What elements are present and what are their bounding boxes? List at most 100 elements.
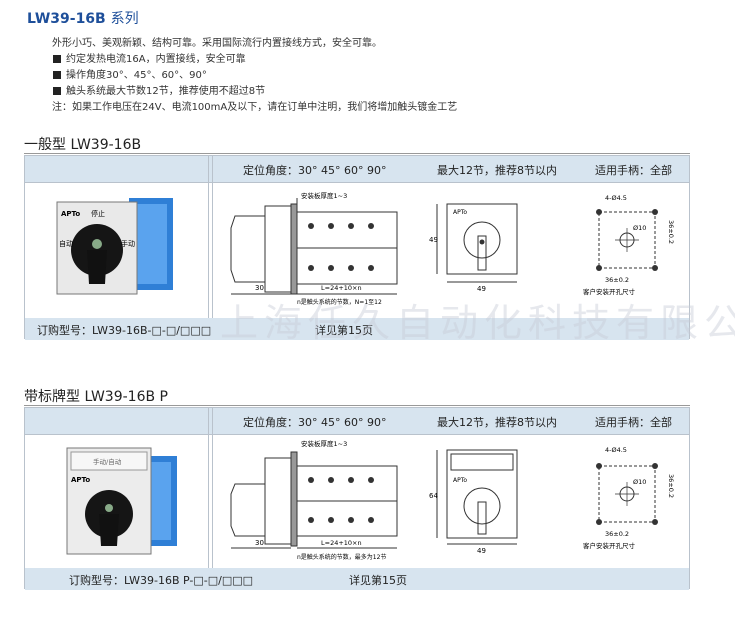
- intro-bullet: 触头系统最大节数12节，推荐使用不超过8节: [52, 84, 457, 100]
- section-divider: [24, 405, 690, 406]
- switch-body-highlight: [135, 204, 167, 284]
- handle-profile: [230, 483, 266, 537]
- section-title: 带标牌型 LW39-16B P: [24, 389, 168, 405]
- bullet-text: 触头系统最大节数12节，推荐使用不超过8节: [66, 86, 266, 97]
- handle-outline: [477, 501, 487, 535]
- section-title: 一般型 LW39-16B: [24, 137, 142, 153]
- spec-table: 定位角度：30° 45° 60° 90° 最大12节，推荐8节以内 适用手柄：全…: [24, 407, 690, 590]
- plate-pos-top: 停止: [91, 209, 105, 218]
- order-model: 订购型号：LW39-16B-□-□/□□□: [37, 324, 212, 337]
- mount-thickness-label: 安装板厚度1~3: [301, 439, 347, 448]
- column-divider: [212, 408, 213, 568]
- page-reference: 详见第15页: [349, 574, 407, 587]
- switch-photo: 手动/自动 APTo: [66, 447, 177, 555]
- brand-text: APTo: [61, 210, 80, 218]
- length-formula-label: L=24+10×n: [321, 539, 362, 547]
- label-plate-outline: [450, 453, 514, 471]
- brand-text: APTo: [453, 477, 467, 484]
- dim-30-label: 30: [255, 539, 264, 547]
- intro-line: 外形小巧、美观新颖、结构可靠。采用国际流行内置接线方式，安全可靠。: [52, 38, 382, 49]
- section-divider: [24, 153, 690, 154]
- switch-photo: APTo 停止 自动 手动: [56, 198, 173, 295]
- order-footer: 订购型号：LW39-16B-□-□/□□□ 详见第15页: [25, 318, 689, 340]
- mount-hole-drawing: 4-Ø4.5 Ø10 36±0.2 36±0.2 客户安装开孔尺寸: [583, 446, 675, 550]
- order-footer: 订购型号：LW39-16B P-□-□/□□□ 详见第15页: [25, 568, 689, 590]
- front-plate-profile: [264, 205, 292, 293]
- intro-note: 注：如果工作电压在24V、电流100mA及以下，请在订单中注明，我们将增加触头镀…: [52, 102, 458, 113]
- hole-marks: [596, 463, 658, 525]
- mount-hole-drawing: 4-Ø4.5 Ø10 36±0.2 36±0.2 客户安装开孔尺寸: [583, 194, 675, 296]
- angle-label: 定位角度：30° 45° 60° 90°: [243, 164, 387, 177]
- mount-plate: [290, 451, 298, 547]
- hole-count-label: 4-Ø4.5: [605, 194, 627, 202]
- brand-text: APTo: [71, 476, 90, 484]
- hole-caption: 客户安装开孔尺寸: [583, 541, 636, 550]
- brand-text: APTo: [453, 209, 467, 216]
- bullet-text: 约定发热电流16A，内置接线，安全可靠: [66, 54, 246, 65]
- hole-spacing-label: 36±0.2: [605, 276, 629, 284]
- handle-indicator: [92, 239, 102, 249]
- column-divider: [208, 408, 209, 568]
- hole-caption: 客户安装开孔尺寸: [583, 287, 636, 296]
- sections-note: n是触头系统的节数，N=1至12: [297, 298, 382, 306]
- height-64-label: 64: [429, 492, 438, 500]
- front-outline: [446, 449, 518, 539]
- terminal-group: [308, 223, 374, 271]
- center-hole-label: Ø10: [633, 478, 646, 486]
- plate-pos-right: 手动: [121, 239, 135, 248]
- handle-profile: [230, 215, 266, 283]
- table-header: 定位角度：30° 45° 60° 90° 最大12节，推荐8节以内 适用手柄：全…: [25, 156, 689, 183]
- handle: [99, 514, 119, 546]
- knob-outline: [463, 487, 501, 525]
- side-view-drawing: 安装板厚度1~3 30 L=24+10×n n是触头系统的节数，最多为12节: [230, 439, 398, 561]
- mount-thickness-label: 安装板厚度1~3: [301, 191, 347, 200]
- side-view-drawing: 安装板厚度1~3 30 L=24+10×n n是触头系统的节数，N=1至12: [230, 191, 398, 306]
- model-name: LW39-16B: [27, 11, 106, 27]
- knob-outline: [463, 221, 501, 259]
- front-view-drawing: APTo 49 64: [429, 449, 518, 554]
- max-sections-label: 最大12节，推荐8节以内: [437, 164, 557, 177]
- table-header: 定位角度：30° 45° 60° 90° 最大12节，推荐8节以内 适用手柄：全…: [25, 408, 689, 435]
- intro-text: 外形小巧、美观新颖、结构可靠。采用国际流行内置接线方式，安全可靠。 约定发热电流…: [52, 36, 457, 116]
- order-model: 订购型号：LW39-16B P-□-□/□□□: [69, 574, 254, 587]
- intro-bullet: 操作角度30°、45°、60°、90°: [52, 68, 457, 84]
- square-bullet-icon: [53, 55, 61, 63]
- hole-spacing-vertical-label: 36±0.2: [667, 474, 675, 498]
- front-outline: [446, 203, 518, 275]
- column-divider: [208, 156, 209, 318]
- max-sections-label: 最大12节，推荐8节以内: [437, 416, 557, 429]
- front-view-drawing: APTo 49 49: [429, 203, 518, 293]
- hole-pattern: [598, 465, 656, 523]
- height-49-label: 49: [429, 236, 438, 244]
- square-bullet-icon: [53, 87, 61, 95]
- bullet-text: 操作角度30°、45°、60°、90°: [66, 70, 207, 81]
- terminal-group: [308, 477, 374, 523]
- column-divider: [212, 156, 213, 318]
- hole-pattern: [598, 211, 656, 269]
- front-plate-profile: [264, 457, 292, 545]
- company-watermark: 上海任久自动化科技有限公司: [220, 301, 735, 345]
- pivot-icon: [479, 239, 485, 245]
- label-plate: [70, 451, 148, 471]
- hole-marks: [596, 209, 658, 271]
- label-plate-text: 手动/自动: [93, 457, 122, 466]
- angle-label: 定位角度：30° 45° 60° 90°: [243, 416, 387, 429]
- intro-bullet: 约定发热电流16A，内置接线，安全可靠: [52, 52, 457, 68]
- handle-outline: [477, 235, 487, 271]
- width-49-label: 49: [477, 285, 486, 293]
- mount-plate: [290, 203, 298, 295]
- handle-label: 适用手柄：全部: [595, 164, 672, 177]
- length-formula-label: L=24+10×n: [321, 284, 362, 292]
- center-hole-label: Ø10: [633, 224, 646, 232]
- handle-label: 适用手柄：全部: [595, 416, 672, 429]
- square-bullet-icon: [53, 71, 61, 79]
- handle-indicator: [105, 504, 113, 512]
- handle: [87, 250, 107, 284]
- hole-spacing-vertical-label: 36±0.2: [667, 220, 675, 244]
- spec-table: 定位角度：30° 45° 60° 90° 最大12节，推荐8节以内 适用手柄：全…: [24, 155, 690, 340]
- hole-spacing-label: 36±0.2: [605, 530, 629, 538]
- page-title: LW39-16B 系列: [27, 8, 139, 28]
- width-49-label: 49: [477, 547, 486, 554]
- dim-30-label: 30: [255, 284, 264, 292]
- sections-note: n是触头系统的节数，最多为12节: [297, 553, 386, 561]
